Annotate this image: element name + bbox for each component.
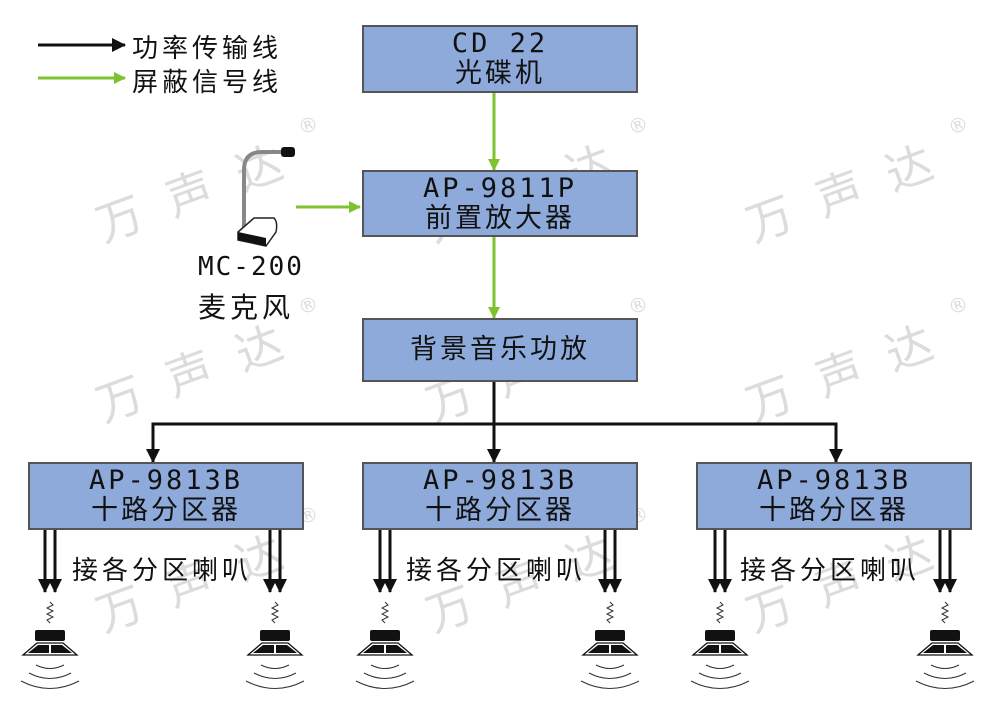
legend-power-label: 功率传输线 bbox=[132, 34, 283, 64]
zone-model: AP-9813B bbox=[756, 465, 912, 496]
cd-player-model: CD 22 bbox=[451, 28, 549, 59]
zone-box: AP-9813B 十路分区器 bbox=[362, 462, 638, 530]
mic-model: MC-200 bbox=[198, 252, 304, 282]
amplifier-name: 背景音乐功放 bbox=[410, 334, 590, 365]
output-arrows bbox=[263, 530, 287, 593]
output-arrows bbox=[708, 530, 732, 593]
speaker-icon bbox=[355, 601, 415, 689]
speaker-icon bbox=[580, 601, 640, 689]
preamp-model: AP-9811P bbox=[422, 172, 578, 204]
amplifier-box: 背景音乐功放 bbox=[362, 318, 638, 382]
output-arrows bbox=[598, 530, 622, 593]
zone-model: AP-9813B bbox=[422, 465, 578, 496]
zone-output-label: 接各分区喇叭 bbox=[406, 556, 587, 586]
amp-to-zones-lines bbox=[146, 382, 843, 463]
speaker-icon bbox=[690, 601, 750, 689]
preamp-box: AP-9811P 前置放大器 bbox=[362, 170, 638, 237]
zone-box: AP-9813B 十路分区器 bbox=[28, 462, 304, 530]
speaker-icon bbox=[915, 601, 975, 689]
microphone-icon bbox=[237, 147, 295, 247]
mic-name: 麦克风 bbox=[198, 291, 295, 324]
output-arrows bbox=[373, 530, 397, 593]
cd-player-box: CD 22 光碟机 bbox=[362, 25, 638, 93]
zone-name: 十路分区器 bbox=[425, 495, 575, 526]
preamp-name: 前置放大器 bbox=[425, 202, 575, 234]
zone-box: AP-9813B 十路分区器 bbox=[696, 462, 972, 530]
speaker-icon bbox=[20, 601, 80, 689]
zone-output-label: 接各分区喇叭 bbox=[72, 556, 253, 586]
output-arrows bbox=[933, 530, 957, 593]
zone-name: 十路分区器 bbox=[759, 495, 909, 526]
speaker-icon bbox=[245, 601, 305, 689]
zone-model: AP-9813B bbox=[88, 465, 244, 496]
output-arrows bbox=[38, 530, 62, 593]
cd-player-name: 光碟机 bbox=[455, 58, 545, 89]
legend-shield-label: 屏蔽信号线 bbox=[132, 68, 283, 98]
zone-output-label: 接各分区喇叭 bbox=[740, 556, 921, 586]
zone-name: 十路分区器 bbox=[91, 495, 241, 526]
